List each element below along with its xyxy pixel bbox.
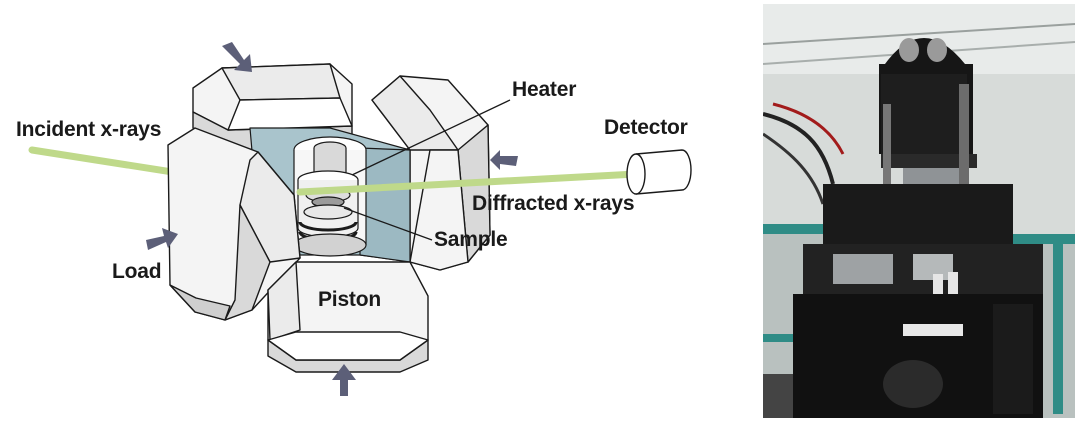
label-diffracted-x-rays: Diffracted x-rays [472, 192, 635, 215]
diffracted-beam [296, 170, 640, 196]
label-sample: Sample [434, 228, 508, 251]
label-detector: Detector [604, 116, 688, 139]
label-incident-x-rays: Incident x-rays [16, 118, 162, 141]
load-arrows [146, 42, 518, 396]
arrow-icon [332, 364, 356, 396]
right-anvil [371, 75, 491, 271]
label-heater: Heater [512, 78, 577, 101]
detector-icon [626, 149, 692, 195]
apparatus-photo [763, 4, 1075, 418]
left-anvil [167, 127, 301, 321]
press-diagram [28, 42, 692, 396]
label-piston: Piston [318, 288, 381, 311]
arrow-icon [490, 150, 518, 170]
piston-block [267, 261, 429, 373]
arrow-icon [146, 228, 178, 250]
label-load: Load [112, 260, 162, 283]
leader-lines [343, 99, 511, 241]
arrow-icon [222, 42, 252, 72]
